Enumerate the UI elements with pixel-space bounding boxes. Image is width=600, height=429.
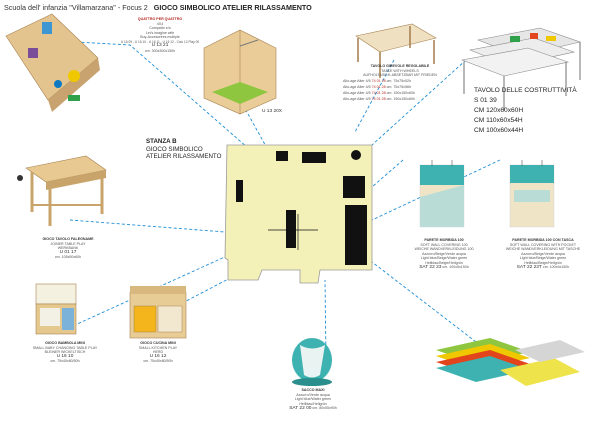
falegname-image: [17, 155, 107, 226]
school-name: Scuola dell' infanzia "Villamarzana" - F…: [4, 3, 148, 12]
parete-tasca-image: [509, 160, 555, 228]
leader-cucina: [149, 264, 256, 321]
tavolo-girevole-image: [355, 23, 437, 78]
room-plan: [224, 144, 373, 284]
label-cucina: GIOCO CUCINA MINI SMALL KITCHEN PLAY HER…: [138, 341, 178, 363]
label-tavolo-costruttivita: TAVOLO DELLE COSTRUTTIVITÀ S 01 39 CM 12…: [474, 87, 577, 134]
label-parete-morbida: PARETE MORBIDA 100 SOFT WALL COVERING 10…: [414, 238, 474, 270]
leader-quattro: [39, 39, 249, 149]
label-parete-tasca: PARETE MORBIDA 100 CON TASCA SOFT WALL C…: [505, 238, 581, 270]
leader-parete-tasca: [371, 159, 501, 221]
label-tavolo-girevole: TAVOLO GIREVOLE REGOLABILE TABLE WITH WH…: [363, 64, 437, 77]
leader-angolo: [242, 104, 269, 151]
leader-bambola: [63, 249, 241, 331]
label-bambola: GIOCO BAMBOLA MINI SMALL BABY CHANGING T…: [32, 341, 98, 363]
label-quattro-per-quattro: QUATTRO PER QUATTRO 4X4 Compatto e/o Let…: [120, 17, 200, 53]
bambola-image: [35, 283, 77, 335]
parete-morbida-image: [419, 160, 465, 228]
label-room: STANZA B GIOCO SIMBOLICO ATELIER RILASSA…: [146, 138, 222, 161]
page-title: GIOCO SIMBOLICO ATELIER RILASSAMENTO: [153, 3, 312, 12]
tavolo-costruttivita-image: [460, 27, 582, 110]
plan-block-3: [236, 180, 243, 202]
leader-cuscini: [371, 261, 481, 346]
leader-falegname: [69, 219, 226, 233]
cuscini-image: [436, 338, 585, 386]
plan-block-4: [343, 176, 365, 198]
label-angolo-code: U 13 20X: [262, 109, 283, 114]
tavolo-girevole-sizes: Alto-age Alter 4/5 74 01 28 cm. 75x75x52…: [343, 79, 415, 101]
leader-costruttivita: [371, 59, 467, 146]
label-sacco: SACCO MAXI Azzurro/Verde acqua Light blu…: [289, 388, 337, 411]
page-header: Scuola dell' infanzia "Villamarzana" - F…: [4, 3, 312, 12]
angolo-image: [203, 29, 277, 115]
quattro-per-quattro-image: [5, 13, 100, 112]
plan-block-6: [286, 210, 296, 248]
cucina-image: [129, 286, 187, 339]
plan-block-1: [302, 152, 326, 163]
label-falegname: GIOCO TAVOLO FALEGNAME JOINER TABLE PLAY…: [42, 237, 94, 259]
sacco-image: [292, 338, 332, 386]
leader-tavolo-girevole: [354, 59, 395, 133]
plan-block-2: [276, 151, 288, 161]
plan-round-2: [346, 256, 354, 264]
plan-round-1: [351, 150, 361, 160]
plan-block-5: [345, 205, 367, 265]
